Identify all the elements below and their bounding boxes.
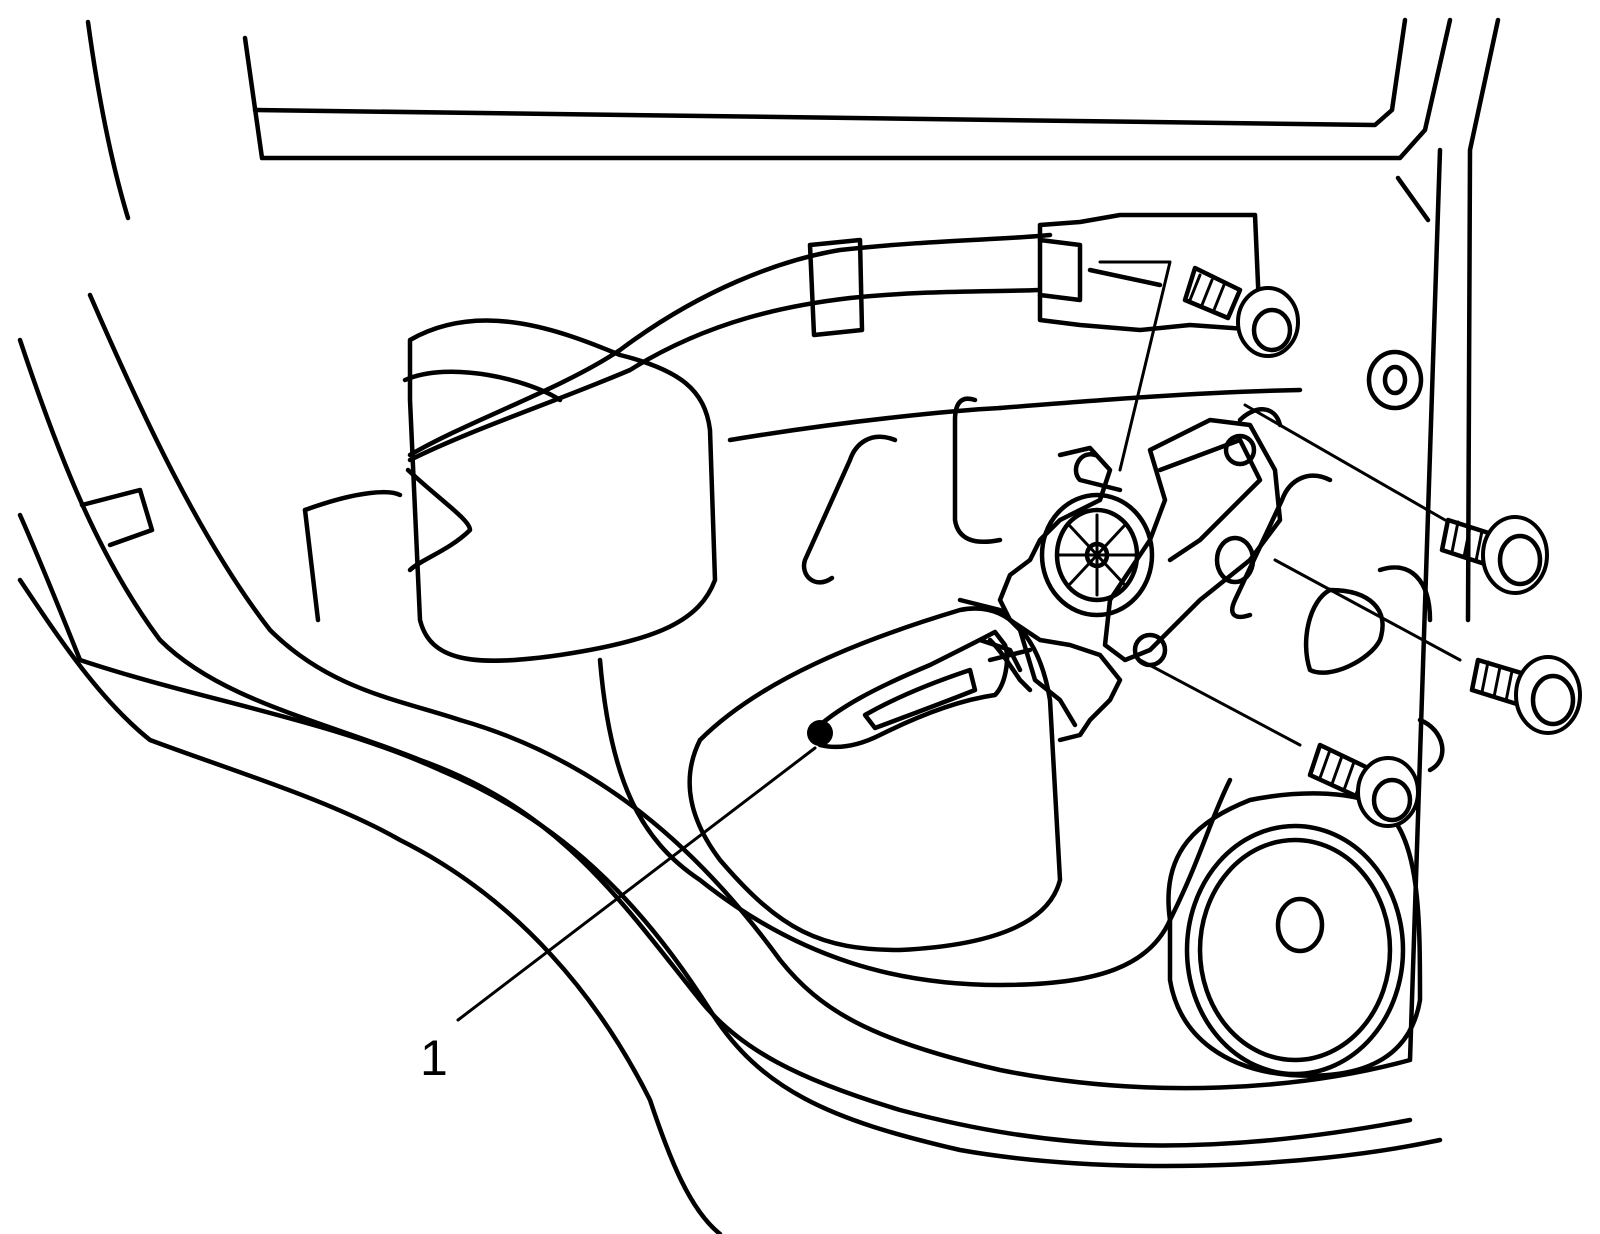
door-outer-contour [17,147,1443,1234]
speaker-cone [1197,837,1393,1063]
regulator-bracket [1102,417,1283,663]
bolt-right-lower [1469,655,1582,735]
bolt-top [1182,265,1300,358]
bolt-lower [1307,742,1420,828]
speaker [1166,791,1423,1078]
electrical-connector [1037,212,1263,333]
panel-embosses [801,349,1445,773]
window-regulator-motor [957,407,1283,743]
lower-access-opening [597,606,1233,988]
bolt-right-upper [1439,515,1549,595]
callout-1-leader-line [456,746,817,1022]
harness-clip [807,237,865,338]
callout-1-label: 1 [420,1030,448,1086]
door-window-frame [85,17,1501,623]
lever-pivot [807,720,833,746]
inner-panel-opening [302,318,1303,663]
speaker-center-cap [1275,896,1325,954]
wiring-harness [407,212,1263,463]
regulator-lever-arm [807,629,1033,750]
motor-housing [1039,492,1155,618]
callout-1: 1 [420,746,817,1086]
